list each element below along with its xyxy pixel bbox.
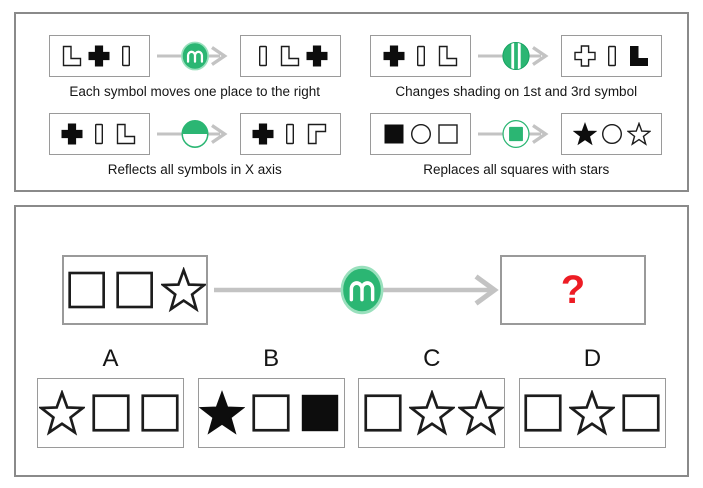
- rule-input-box: [48, 35, 150, 77]
- rule-row: [48, 35, 341, 77]
- symbol-bar-outline-icon: [259, 45, 268, 67]
- symbol-L-outline-icon: [281, 45, 300, 67]
- option-label: B: [263, 345, 280, 372]
- operator-vertical-stripes-icon: [501, 41, 531, 72]
- rule-input-box: [370, 113, 472, 155]
- symbol-plus-outline-icon: [574, 45, 596, 67]
- option-label: D: [583, 345, 602, 372]
- symbol-square-outline-icon: [438, 124, 458, 144]
- operator-half-shaded-icon: [180, 119, 210, 150]
- symbol-square-outline-icon: [364, 394, 402, 432]
- rule-row: [370, 35, 663, 77]
- symbol-square-outline-icon: [91, 394, 130, 432]
- rules-grid: Each symbol moves one place to the right: [16, 14, 687, 190]
- symbol-star-outline-icon: [569, 390, 616, 436]
- operator-glyph: [502, 120, 530, 148]
- option-box[interactable]: [518, 378, 666, 448]
- rule-row: [370, 113, 663, 155]
- symbol-star-outline-icon: [457, 390, 504, 436]
- operator-green-square-icon: [501, 119, 531, 150]
- symbol-plus-filled-icon: [88, 45, 110, 67]
- symbol-square-outline-icon: [140, 394, 179, 432]
- symbol-circle-outline-icon: [601, 123, 622, 145]
- symbol-bar-outline-icon: [286, 123, 295, 145]
- symbol-L-outline-icon: [117, 123, 136, 145]
- rule-output-box: [239, 35, 341, 77]
- option-box[interactable]: [358, 378, 506, 448]
- symbol-star-outline-icon: [408, 390, 455, 436]
- rule-output-box: [239, 113, 341, 155]
- symbol-L-reflected-outline-icon: [308, 123, 327, 145]
- rules-panel: Each symbol moves one place to the right: [14, 12, 689, 192]
- symbol-L-outline-icon: [63, 45, 82, 67]
- operator-glyph: [180, 41, 209, 71]
- option-box[interactable]: [37, 378, 184, 448]
- symbol-plus-filled-icon: [252, 123, 274, 145]
- question-input-box: [62, 255, 208, 325]
- answer-box: ?: [500, 255, 646, 325]
- symbol-square-outline-icon: [622, 394, 661, 432]
- question-transform-arrow: [212, 255, 512, 325]
- operator-glyph: [502, 41, 530, 71]
- symbol-square-outline-icon: [524, 394, 563, 432]
- rule-output-box: [561, 113, 663, 155]
- options-row: A B C D: [37, 345, 666, 448]
- option-d[interactable]: D: [518, 345, 666, 448]
- symbol-plus-filled-icon: [306, 45, 328, 67]
- symbol-square-outline-icon: [116, 271, 154, 309]
- symbol-square-outline-icon: [252, 394, 290, 432]
- symbol-bar-outline-icon: [95, 123, 104, 145]
- rule-input-box: [370, 35, 472, 77]
- option-b[interactable]: B: [197, 345, 345, 448]
- option-box[interactable]: [197, 378, 345, 448]
- rule-change-shading: Changes shading on 1st and 3rd symbol: [356, 28, 678, 106]
- rule-output-box: [561, 35, 663, 77]
- option-label: A: [102, 345, 119, 372]
- symbol-star-outline-icon: [626, 122, 651, 146]
- transform-arrow: [156, 36, 234, 76]
- symbol-star-outline-icon: [38, 390, 85, 436]
- symbol-circle-outline-icon: [410, 123, 431, 145]
- symbol-star-outline-icon: [160, 267, 206, 313]
- symbol-bar-outline-icon: [607, 45, 616, 67]
- option-label: C: [423, 345, 441, 372]
- symbol-plus-filled-icon: [61, 123, 83, 145]
- rule-caption: Replaces all squares with stars: [423, 162, 610, 177]
- symbol-star-filled-icon: [199, 390, 246, 435]
- operator-glyph: [340, 265, 384, 315]
- rule-move-right: Each symbol moves one place to the right: [34, 28, 356, 106]
- symbol-square-filled-icon: [384, 124, 404, 144]
- operator-m-arches-icon: [339, 264, 385, 316]
- rule-replace-squares: Replaces all squares with stars: [356, 106, 678, 184]
- transform-arrow: [477, 114, 555, 154]
- operator-m-arches-icon: [180, 41, 210, 72]
- symbol-square-outline-icon: [68, 271, 105, 309]
- rule-caption: Changes shading on 1st and 3rd symbol: [395, 84, 638, 99]
- rule-caption: Each symbol moves one place to the right: [69, 84, 321, 99]
- symbol-bar-outline-icon: [416, 45, 425, 67]
- transform-arrow: [477, 36, 555, 76]
- rule-reflect-x: Reflects all symbols in X axis: [34, 106, 356, 184]
- question-mark: ?: [560, 268, 586, 312]
- symbol-square-filled-icon: [301, 394, 339, 432]
- symbol-plus-filled-icon: [383, 45, 405, 67]
- option-a[interactable]: A: [37, 345, 184, 448]
- symbol-bar-outline-icon: [122, 45, 131, 67]
- symbol-L-filled-icon: [629, 46, 648, 66]
- symbol-star-filled-icon: [572, 122, 597, 146]
- transform-arrow: [156, 114, 234, 154]
- rule-row: [48, 113, 341, 155]
- rule-input-box: [48, 113, 150, 155]
- symbol-L-outline-icon: [438, 45, 457, 67]
- option-c[interactable]: C: [358, 345, 506, 448]
- operator-glyph: [181, 120, 209, 148]
- rule-caption: Reflects all symbols in X axis: [107, 162, 282, 177]
- question-panel: ? A B C D: [14, 205, 689, 477]
